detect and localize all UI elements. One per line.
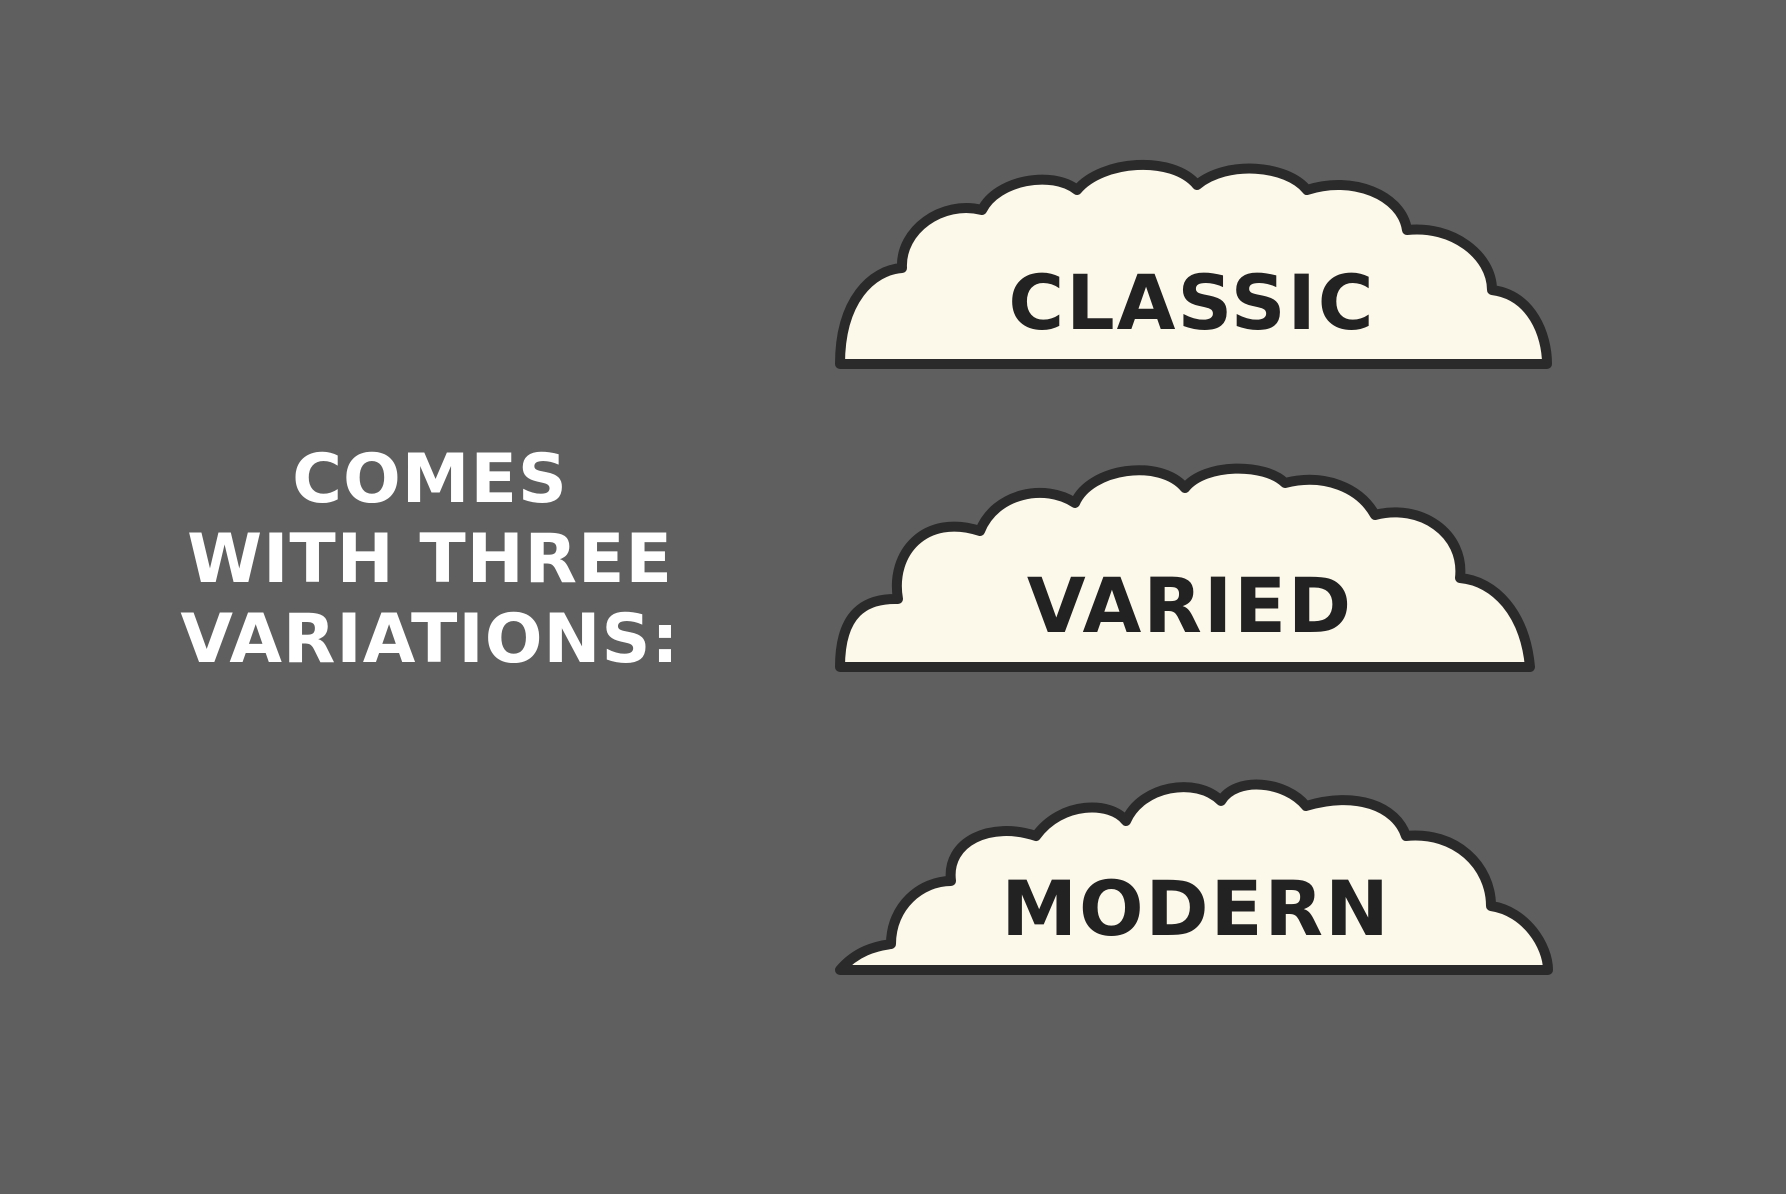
headline-line-3: VARIATIONS: — [180, 600, 680, 679]
variation-label-classic: CLASSIC — [1008, 258, 1376, 347]
variation-label-varied: VARIED — [1026, 561, 1354, 650]
variation-classic-card: CLASSIC — [832, 159, 1552, 370]
variation-varied-card: VARIED — [830, 463, 1550, 673]
cloud-shape-modern — [835, 779, 1553, 975]
variation-label-modern: MODERN — [1001, 864, 1391, 953]
cloud-shape-classic — [835, 159, 1552, 369]
cloud-shape-varied — [835, 463, 1535, 672]
headline-line-2: WITH THREE — [187, 520, 673, 599]
headline: COMES WITH THREE VARIATIONS: — [120, 440, 740, 680]
headline-line-1: COMES — [292, 440, 568, 519]
variation-modern-card: MODERN — [835, 766, 1556, 976]
